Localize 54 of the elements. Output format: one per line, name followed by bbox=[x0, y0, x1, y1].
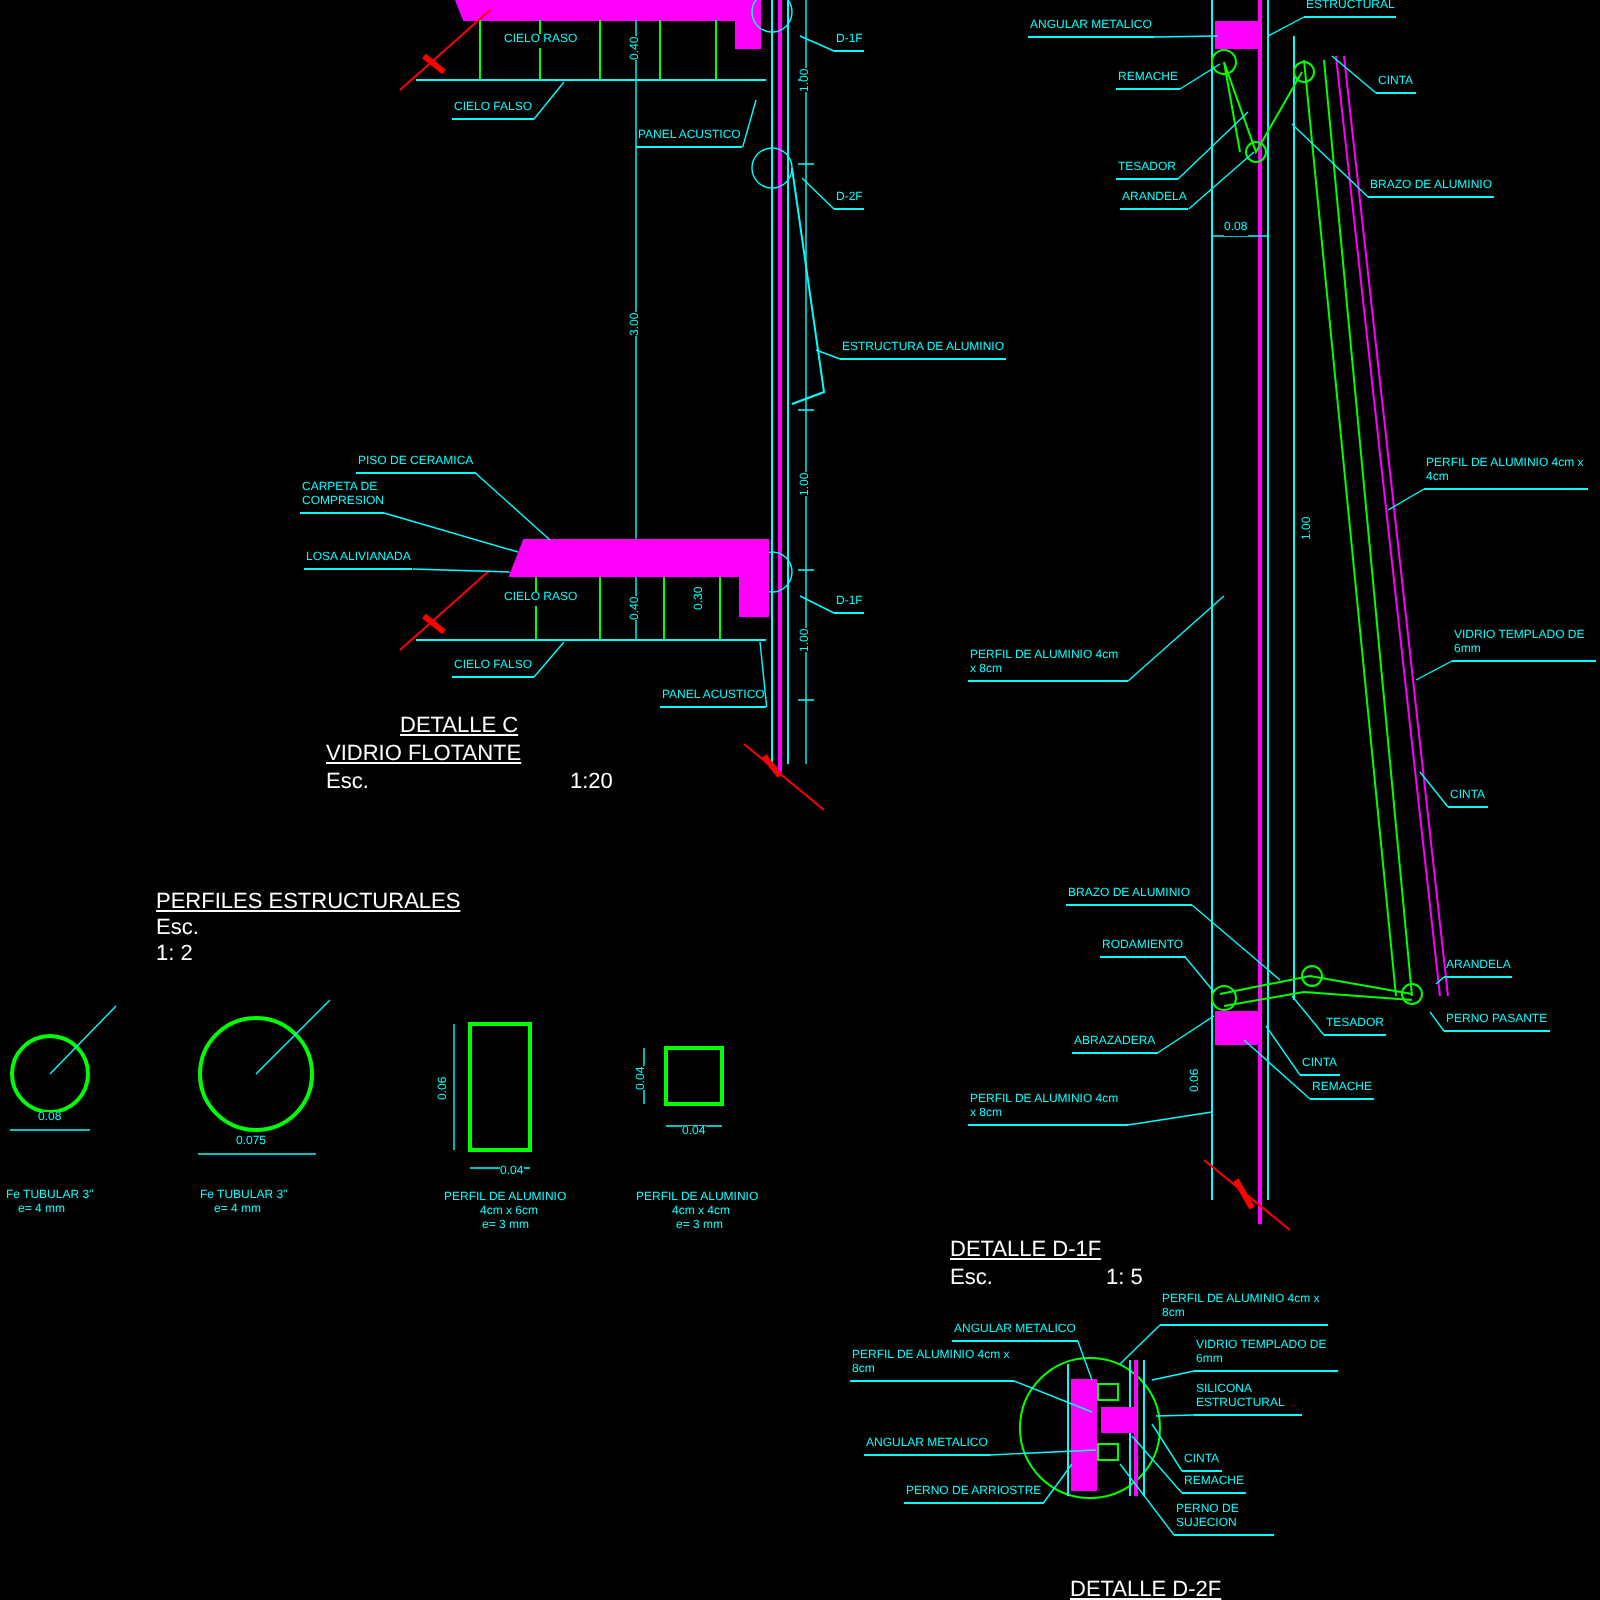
leader-line bbox=[1119, 1324, 1161, 1365]
leader-line bbox=[1151, 1423, 1183, 1472]
leader-line bbox=[1177, 111, 1249, 180]
leader-line bbox=[412, 568, 511, 573]
leader-line bbox=[1243, 1039, 1311, 1100]
leader-line bbox=[533, 81, 565, 120]
leader-line bbox=[1429, 1011, 1445, 1032]
leader-line bbox=[799, 35, 835, 52]
leader-line bbox=[1435, 976, 1445, 985]
leader-line bbox=[1415, 660, 1453, 681]
leader-line bbox=[989, 1449, 1097, 1456]
leader-line bbox=[1042, 1463, 1073, 1504]
leader-line bbox=[1291, 123, 1369, 198]
leader-line bbox=[1265, 1025, 1301, 1076]
scale-label: Esc. bbox=[950, 1266, 993, 1290]
drawing-title: DETALLE D-2F bbox=[1070, 1578, 1222, 1600]
leader-line bbox=[1267, 16, 1305, 37]
scale-label: Esc. bbox=[156, 916, 199, 940]
leader-line bbox=[1077, 1340, 1093, 1381]
leader-line bbox=[799, 595, 835, 614]
leader-line bbox=[383, 512, 519, 553]
leader-line bbox=[1131, 1435, 1183, 1494]
scale-label: 1:20 bbox=[570, 770, 613, 794]
leader-line bbox=[801, 177, 835, 210]
leader-line bbox=[1184, 956, 1215, 993]
leader-line bbox=[1331, 55, 1377, 94]
scale-label: 1: 5 bbox=[1106, 1266, 1143, 1290]
window-frame bbox=[791, 167, 826, 405]
drawing-title: PERFILES ESTRUCTURALES bbox=[156, 890, 461, 914]
leader-line bbox=[1153, 35, 1219, 38]
leader-line bbox=[1387, 488, 1425, 511]
leader-line bbox=[1191, 904, 1281, 981]
leader-line bbox=[759, 641, 768, 708]
leader-line bbox=[474, 472, 551, 541]
drawing-title: DETALLE C bbox=[400, 714, 519, 738]
leader-line bbox=[1127, 1111, 1213, 1126]
scale-label: 1: 2 bbox=[156, 942, 193, 966]
leader-line bbox=[1179, 63, 1221, 90]
leader-line bbox=[1119, 1463, 1175, 1536]
leader-line bbox=[1188, 151, 1255, 210]
leader-line bbox=[1155, 1414, 1195, 1417]
leader-line bbox=[533, 641, 565, 678]
leader-line bbox=[815, 349, 841, 360]
leader-line bbox=[742, 99, 757, 148]
leader-line bbox=[1151, 1370, 1195, 1381]
drawing-title: DETALLE D-1F bbox=[950, 1238, 1102, 1262]
leader-line bbox=[1013, 1380, 1093, 1413]
drawing-title: VIDRIO FLOTANTE bbox=[326, 742, 522, 766]
floor-slab bbox=[508, 539, 769, 617]
leader-line bbox=[1156, 1015, 1215, 1054]
leader-line bbox=[1419, 771, 1449, 808]
leader-line bbox=[1127, 595, 1225, 682]
leader-line bbox=[1291, 995, 1325, 1036]
scale-label: Esc. bbox=[326, 770, 369, 794]
